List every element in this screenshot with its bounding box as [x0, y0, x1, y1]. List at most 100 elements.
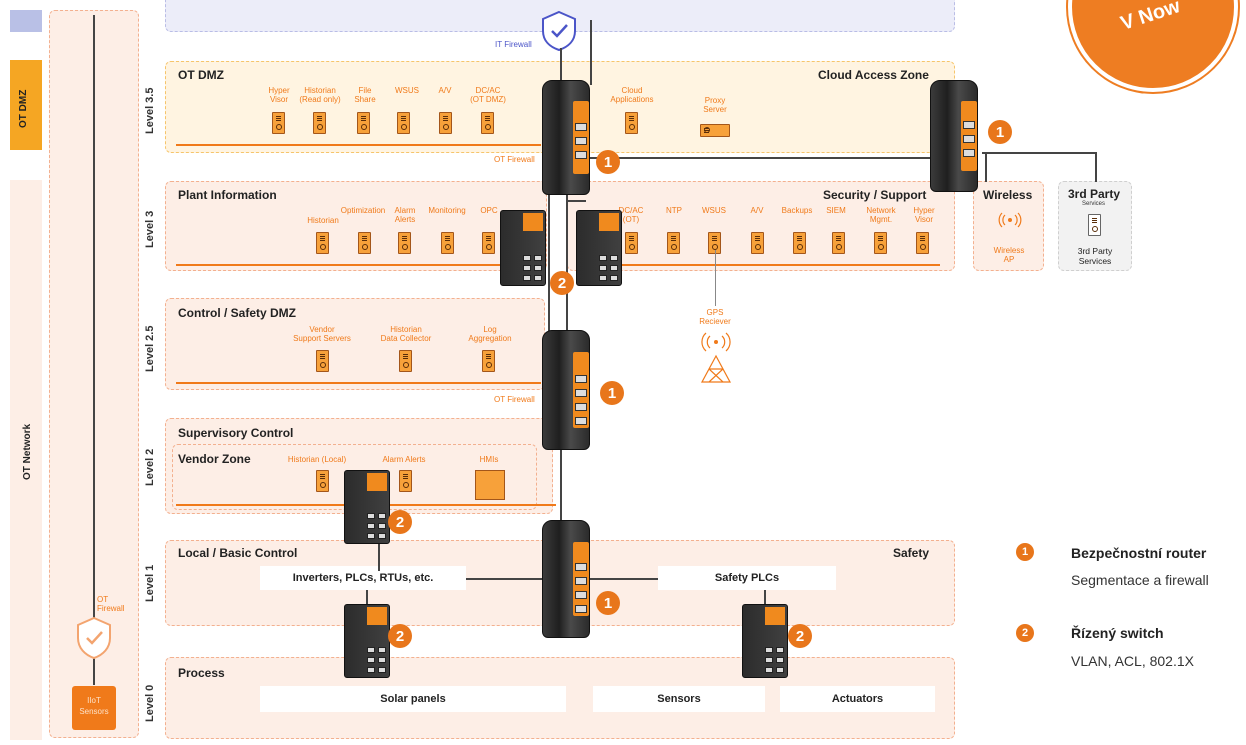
security-support-title: Security / Support [823, 188, 927, 202]
legend-switch-title: Řízený switch [1071, 625, 1164, 641]
level-1-label: Level 1 [144, 564, 156, 602]
plant-device-historian [316, 232, 329, 254]
router-ot-dmz [542, 80, 590, 195]
sec-device-label-av: A/V [750, 206, 764, 215]
wireless-title: Wireless [983, 188, 1033, 202]
plant-information-zone [165, 181, 547, 271]
wire-cloud-3rdparty-h [982, 152, 1097, 154]
switch-port [367, 523, 375, 529]
badge-router-ot-dmz: 1 [596, 150, 620, 174]
router-port [575, 403, 587, 411]
router-level1 [542, 520, 590, 638]
l35-device-dcac [481, 112, 494, 134]
router-port [575, 417, 587, 425]
switch-port [378, 647, 386, 653]
level-0-label: Level 0 [144, 684, 156, 722]
stamp-text: V Now [1117, 0, 1183, 35]
iiot-sensors-label: IIoT Sensors [79, 696, 109, 716]
gps-antenna-icon [700, 332, 732, 383]
l25-device-label-vendor: Vendor Support Servers [293, 325, 351, 343]
l35-device-label-av: A/V [438, 86, 452, 95]
cloud-device-proxy [700, 124, 730, 137]
sec-device-label-netmgmt: Network Mgmt. [866, 206, 896, 224]
router-control-dmz [542, 330, 590, 450]
switch-port [776, 647, 784, 653]
switch-port [378, 667, 386, 673]
l35-device-hypervisor [272, 112, 285, 134]
plant-information-title: Plant Information [178, 188, 277, 202]
l2-device-alarm [399, 470, 412, 492]
router-port [963, 121, 975, 129]
legend-switch-badge: 2 [1016, 624, 1034, 642]
router-port [963, 149, 975, 157]
switch-port [534, 255, 542, 261]
sec-device-label-hypervisor: Hyper Visor [913, 206, 935, 224]
gps-label: GPS Reciever [699, 308, 731, 326]
l35-device-av [439, 112, 452, 134]
switch-face [367, 473, 387, 491]
switch-face [599, 213, 619, 231]
sidebar-ot-dmz-label: OT DMZ [18, 89, 29, 128]
router-port [575, 137, 587, 145]
badge-switch-level1-right: 2 [788, 624, 812, 648]
router-port [575, 577, 587, 585]
solar-panels-box: Solar panels [260, 686, 566, 712]
router-port [575, 563, 587, 571]
badge-router-level1: 1 [596, 591, 620, 615]
switch-port [776, 667, 784, 673]
l25-device-label-log: Log Aggregation [468, 325, 512, 343]
plant-device-alarm [398, 232, 411, 254]
router-cloud [930, 80, 978, 192]
safety-plcs-box: Safety PLCs [658, 566, 836, 590]
ot-dmz-bus-line [176, 144, 541, 146]
wire-l2-switch [378, 535, 380, 571]
badge-switch-level1-left: 2 [388, 624, 412, 648]
router-port [575, 389, 587, 397]
wireless-zone [973, 181, 1044, 271]
sidebar-top-swatch [10, 10, 42, 32]
wire-router-cloud [590, 157, 935, 159]
it-firewall-shield-icon [542, 10, 576, 52]
switch-port [534, 265, 542, 271]
sidebar-ot-network-tab [10, 180, 42, 740]
l25-device-vendor [316, 350, 329, 372]
gps-wire [715, 250, 716, 306]
ot-firewall-l25-label: OT Firewall [494, 395, 535, 404]
switch-face [765, 607, 785, 625]
wire-cloud-3rdparty-v [1095, 152, 1097, 182]
l35-device-label-historian: Historian (Read only) [299, 86, 341, 104]
sec-device-wsus [708, 232, 721, 254]
sec-device-label-wsus: WSUS [702, 206, 726, 215]
router-port [575, 375, 587, 383]
sec-device-label-backups: Backups [781, 206, 813, 215]
third-party-title: 3rd Party [1068, 187, 1121, 201]
switch-port [765, 647, 773, 653]
switch-security [576, 210, 622, 286]
plant-bus-line [176, 264, 501, 266]
plant-device-label-historian: Historian [307, 216, 339, 225]
iiot-sensors-box: IIoT Sensors [72, 686, 116, 730]
shield-icon [77, 616, 111, 660]
vendor-zone-title: Vendor Zone [178, 452, 251, 466]
l35-device-wsus [397, 112, 410, 134]
local-basic-control-title: Local / Basic Control [178, 546, 298, 560]
wireless-ap-icon [998, 212, 1022, 228]
router-port [575, 605, 587, 613]
switch-port [523, 275, 531, 281]
badge-router-control-dmz: 1 [600, 381, 624, 405]
wire-l1-right [590, 578, 658, 580]
switch-port [610, 265, 618, 271]
switch-port [378, 513, 386, 519]
level-2-label: Level 2 [144, 448, 156, 486]
safety-title: Safety [893, 546, 930, 560]
legend-switch-desc: VLAN, ACL, 802.1X [1071, 653, 1194, 669]
security-support-zone [567, 181, 955, 271]
plant-device-label-optimization: Optimization [340, 206, 386, 215]
badge-router-cloud: 1 [988, 120, 1012, 144]
switch-port [534, 275, 542, 281]
cloud-device-label-apps: Cloud Applications [610, 86, 654, 104]
sensors-box: Sensors [593, 686, 765, 712]
inverters-plcs-box: Inverters, PLCs, RTUs, etc. [260, 566, 466, 590]
switch-port [765, 667, 773, 673]
legend-router-badge: 1 [1016, 543, 1034, 561]
